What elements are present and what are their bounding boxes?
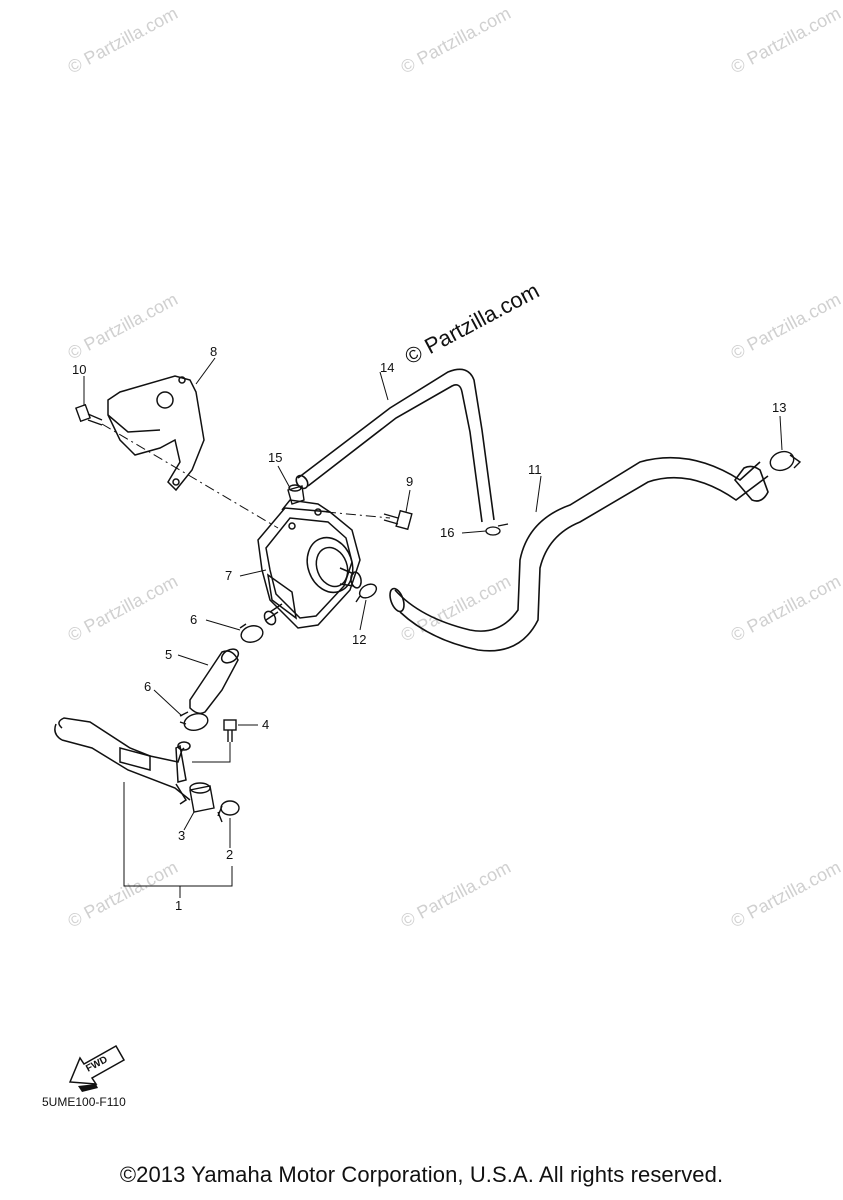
part-14-hose: [295, 368, 495, 523]
watermark-text: © Partzilla.com: [64, 857, 180, 932]
part-15-fitting: [287, 484, 305, 505]
part-4-bolt: [223, 719, 237, 742]
part-8-bracket: [107, 375, 205, 492]
part-12-o-ring: [355, 583, 378, 603]
watermark-text: © Partzilla.com: [64, 571, 180, 646]
callout-8: 8: [210, 344, 217, 359]
diagram-code: 5UME100-F110: [42, 1095, 126, 1109]
callout-10: 10: [72, 362, 86, 377]
callout-2: 2: [226, 847, 233, 862]
group-bracket: [123, 782, 233, 887]
part-16-clip: [485, 523, 509, 536]
watermark-text: © Partzilla.com: [727, 571, 843, 646]
leader-line: [101, 423, 279, 529]
callout-5: 5: [165, 647, 172, 662]
callout-numbers: 1 2 3 4 5 6 6 7 8 9 10 11 12 13 14 15 16: [72, 344, 786, 913]
part-3-hose: [189, 782, 215, 813]
watermark-text: © Partzilla.com: [727, 857, 843, 932]
part-6-clamp-upper: [239, 623, 264, 643]
callout-14: 14: [380, 360, 394, 375]
callout-9: 9: [406, 474, 413, 489]
watermark-text: © Partzilla.com: [397, 857, 513, 932]
part-7-air-valve: [257, 499, 362, 629]
main-watermark: © Partzilla.com: [401, 278, 544, 370]
part-13-clamp: [769, 450, 802, 472]
part-11-hose: [389, 456, 769, 652]
watermark-text: © Partzilla.com: [727, 289, 843, 364]
watermark-text: © Partzilla.com: [727, 3, 843, 78]
callout-1: 1: [175, 898, 182, 913]
part-5-elbow-hose: [189, 648, 240, 715]
part-1-pipe: [54, 717, 191, 805]
callout-13: 13: [772, 400, 786, 415]
fwd-arrow-icon: FWD: [68, 1044, 126, 1092]
callout-12: 12: [352, 632, 366, 647]
part-9-bolt: [383, 509, 413, 531]
callout-4: 4: [262, 717, 269, 732]
watermark-text: © Partzilla.com: [64, 289, 180, 364]
callout-6-lower: 6: [144, 679, 151, 694]
copyright-notice: ©2013 Yamaha Motor Corporation, U.S.A. A…: [119, 1162, 724, 1187]
watermark-text: © Partzilla.com: [64, 3, 180, 78]
callout-11: 11: [528, 462, 542, 477]
watermark-text: © Partzilla.com: [397, 571, 513, 646]
part-2-clamp: [217, 800, 240, 823]
callout-16: 16: [440, 525, 454, 540]
callout-3: 3: [178, 828, 185, 843]
part-6-clamp-lower: [179, 711, 209, 732]
callout-6-upper: 6: [190, 612, 197, 627]
callout-15: 15: [268, 450, 282, 465]
callout-leaders: [83, 357, 783, 848]
leader-line: [192, 742, 231, 763]
part-10-bolt: [75, 403, 103, 426]
callout-7: 7: [225, 568, 232, 583]
watermark-text: © Partzilla.com: [397, 3, 513, 78]
